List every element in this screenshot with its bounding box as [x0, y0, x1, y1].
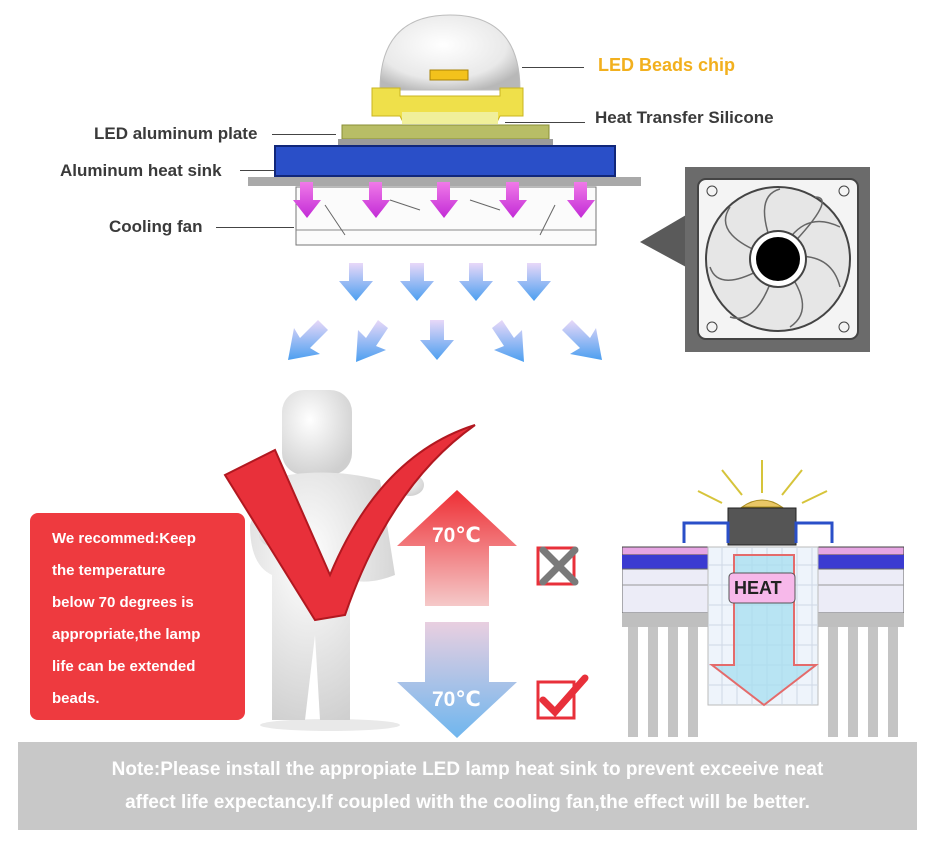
airflow-arrows-icon: [288, 263, 602, 362]
recommend-box: We recommed:Keep the temperature below 7…: [30, 513, 245, 720]
plate-label: LED aluminum plate: [94, 124, 258, 143]
recommend-line: beads.: [52, 690, 100, 707]
led-dome-icon: [379, 14, 521, 91]
temp-high-label: 70℃: [432, 524, 481, 547]
temperature-arrows-icon: [397, 490, 517, 738]
recommend-line: We recommed:Keep: [52, 530, 196, 547]
note-line: Note:Please install the appropiate LED l…: [111, 759, 824, 780]
silicone-label: Heat Transfer Silicone: [595, 108, 774, 127]
sink-label: Aluminum heat sink: [60, 161, 222, 180]
heat-dissipation-diagram: [622, 460, 904, 737]
heat-label: HEAT: [734, 578, 782, 598]
fan-label: Cooling fan: [109, 217, 203, 236]
recommend-line: appropriate,the lamp: [52, 626, 201, 643]
chip-label: LED Beads chip: [598, 55, 736, 75]
recommend-line: the temperature: [52, 562, 166, 579]
recommend-line: below 70 degrees is: [52, 594, 194, 611]
aluminum-heat-sink: [274, 145, 616, 177]
note-banner: Note:Please install the appropiate LED l…: [18, 742, 917, 830]
cross-mark-icon: [536, 546, 579, 586]
red-checkmark-icon: [223, 424, 476, 622]
fan-closeup-icon: [640, 167, 870, 352]
person-checkmark-icon: [223, 390, 476, 731]
led-aluminum-plate: [341, 124, 550, 140]
note-line: affect life expectancy.If coupled with t…: [125, 792, 810, 813]
heat-arrows-icon: [293, 182, 595, 218]
check-mark-icon: [536, 674, 589, 720]
recommend-line: life can be extended: [52, 658, 196, 675]
led-assembly-diagram: [248, 14, 641, 246]
temp-low-label: 70℃: [432, 688, 481, 711]
